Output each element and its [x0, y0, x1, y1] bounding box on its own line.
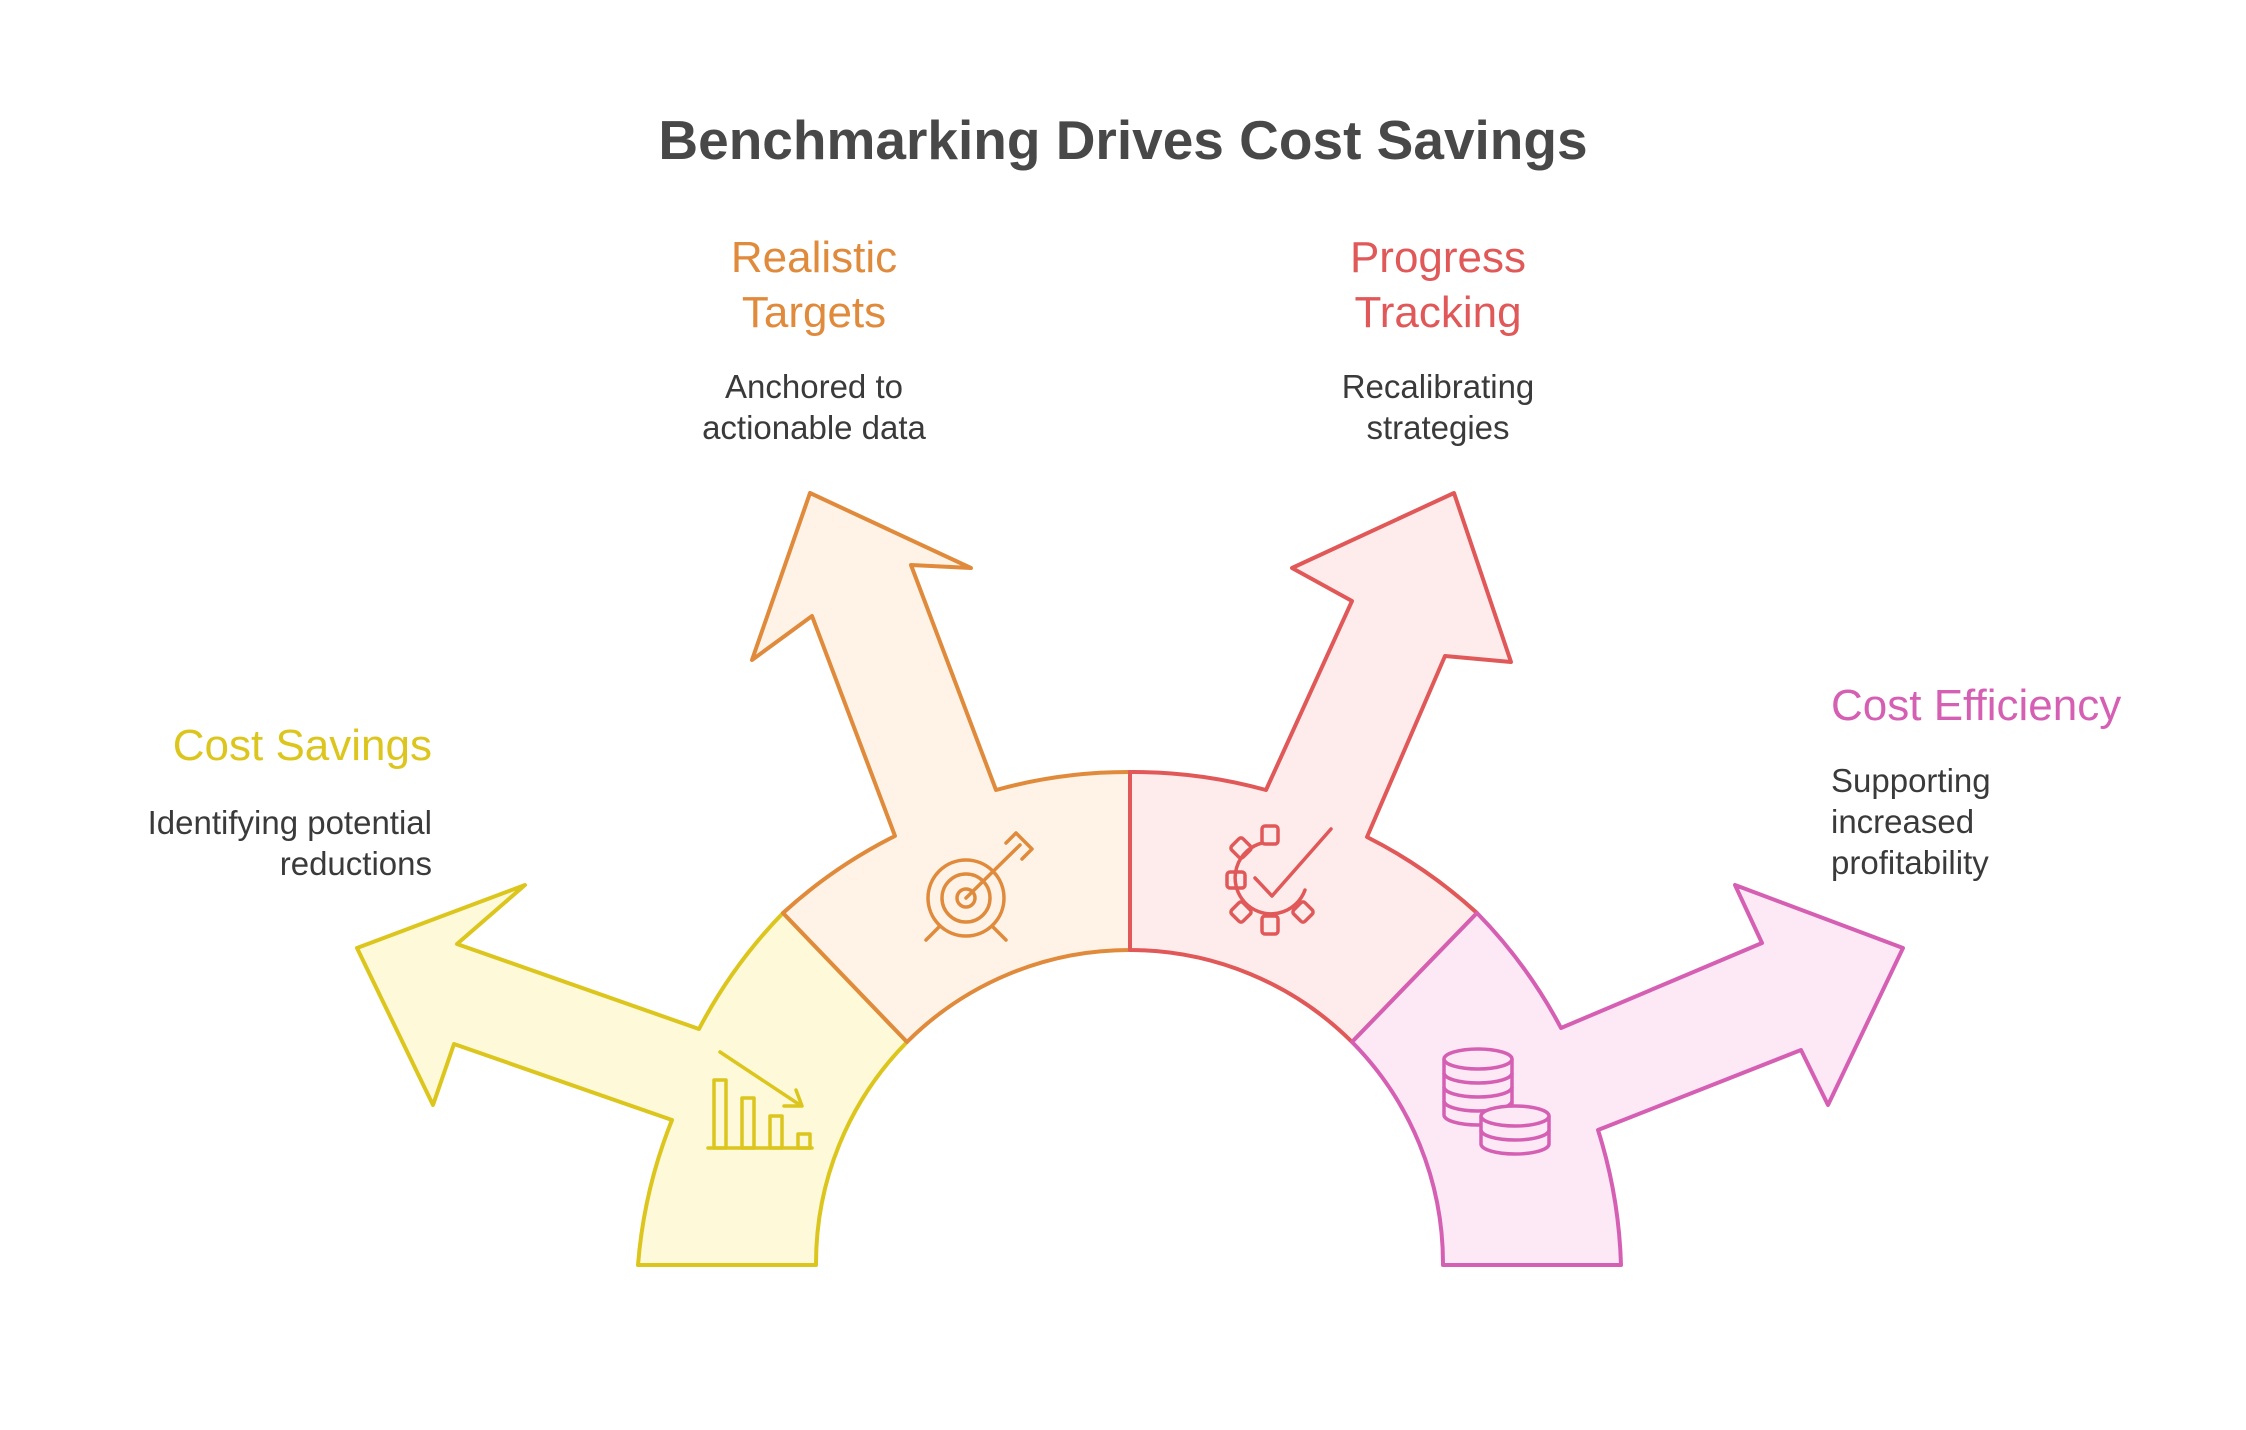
coins-icon: [1442, 1047, 1551, 1156]
arrow-cost-efficiency: [1350, 883, 1905, 1267]
diagram-title: Benchmarking Drives Cost Savings: [658, 109, 1588, 171]
arrow-progress-tracking: [1128, 491, 1513, 1044]
segment-progress-tracking: [1128, 491, 1513, 1044]
description-progress-tracking: Recalibrating strategies: [1341, 368, 1535, 446]
gear-check-icon: [1225, 824, 1333, 936]
arrow-realistic-targets: [750, 491, 1132, 1044]
segment-realistic-targets: [750, 491, 1132, 1044]
target-icon: [924, 831, 1034, 942]
heading-progress-tracking: Progress Tracking: [1349, 233, 1527, 337]
heading-cost-savings: Cost Savings: [172, 721, 432, 770]
description-cost-savings: Identifying potential reductions: [147, 804, 432, 882]
segment-cost-efficiency: [1350, 883, 1905, 1267]
segment-cost-savings: [355, 883, 909, 1267]
bar-chart-down-icon: [706, 1050, 814, 1150]
heading-cost-efficiency: Cost Efficiency: [1831, 681, 2122, 730]
arrow-cost-savings: [355, 883, 909, 1267]
heading-realistic-targets: Realistic Targets: [730, 233, 898, 337]
description-cost-efficiency: Supporting increased profitability: [1831, 762, 1991, 881]
description-realistic-targets: Anchored to actionable data: [702, 368, 926, 446]
